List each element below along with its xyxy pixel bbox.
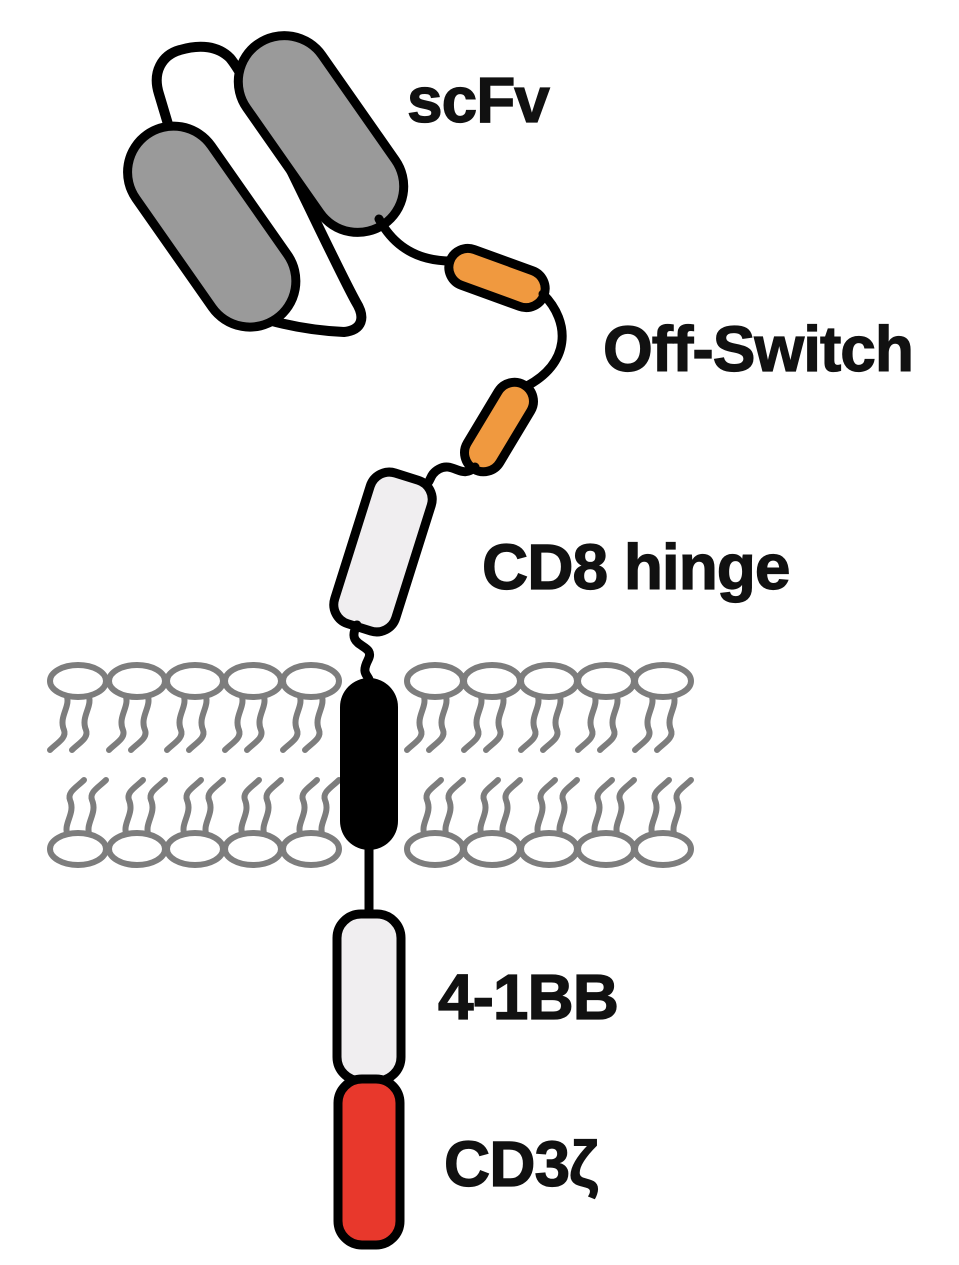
lipid: [283, 665, 339, 750]
lipid: [225, 665, 281, 750]
transmembrane-domain: [340, 678, 398, 850]
lipid: [50, 780, 106, 865]
scfv-domain-vl: [123, 121, 301, 332]
lipid: [167, 780, 223, 865]
lipid: [407, 780, 463, 865]
linker-switch-to-hinge: [419, 462, 480, 490]
lipid: [464, 780, 520, 865]
linker-hinge-to-tm: [349, 620, 375, 689]
cd8-hinge-domain: [329, 467, 437, 637]
lipid: [407, 665, 463, 750]
41bb-label: 4-1BB: [438, 961, 618, 1033]
lipid: [635, 780, 691, 865]
scfv-label: scFv: [407, 64, 550, 136]
cd3zeta-label: CD3ζ: [444, 1128, 598, 1200]
off-switch-domain-1: [444, 243, 550, 313]
lipid: [578, 665, 634, 750]
linker-scfv-to-switch: [374, 214, 456, 266]
lipid: [283, 780, 339, 865]
lipid: [225, 780, 281, 865]
linker-switch-to-switch: [520, 289, 567, 392]
41bb-domain: [332, 909, 406, 1086]
cd8-hinge-label: CD8 hinge: [482, 531, 789, 603]
lipid: [109, 780, 165, 865]
off-switch-label: Off-Switch: [603, 313, 913, 385]
lipid: [521, 780, 577, 865]
lipid: [50, 665, 106, 750]
lipid: [464, 665, 520, 750]
lipid: [521, 665, 577, 750]
lipid: [167, 665, 223, 750]
lipid: [635, 665, 691, 750]
cd3zeta-domain: [333, 1074, 405, 1250]
lipid: [578, 780, 634, 865]
off-switch-domain-2: [460, 377, 538, 477]
lipid: [109, 665, 165, 750]
